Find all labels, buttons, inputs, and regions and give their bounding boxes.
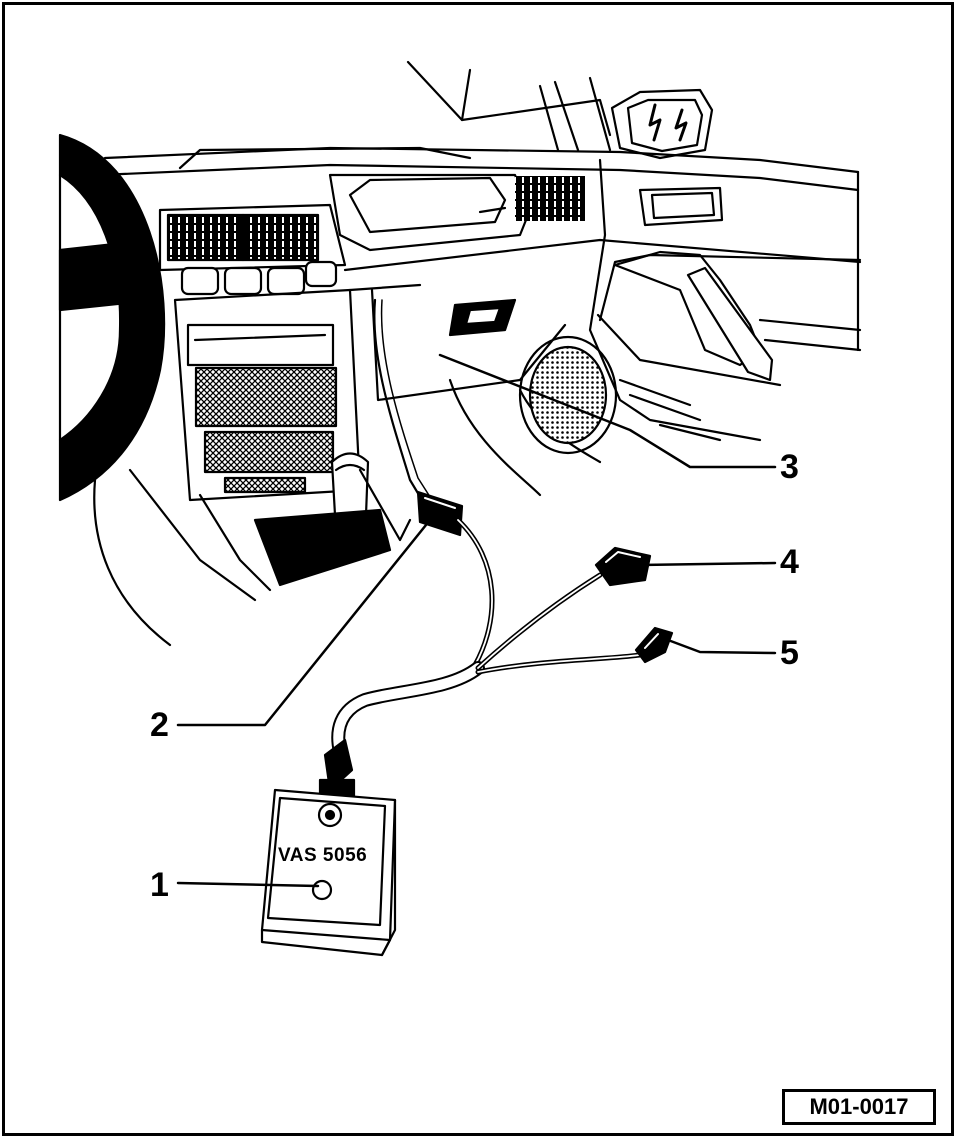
center-console [173, 260, 362, 502]
leader-lines [176, 353, 777, 888]
connector-plug-4 [594, 546, 652, 587]
vas-device-label: VAS 5056 [278, 845, 368, 866]
center-air-vents [158, 203, 347, 272]
callout-1: 1 [150, 866, 169, 904]
leader-line-1 [176, 881, 320, 888]
leader-line-2 [176, 518, 432, 727]
vas-device [260, 738, 397, 957]
gear-shifter [128, 452, 412, 602]
leader-line-4 [638, 561, 777, 567]
callout-5: 5 [780, 634, 799, 672]
diagnostic-socket [373, 298, 464, 537]
windshield-pillar [406, 60, 612, 152]
passenger-dashboard [328, 173, 862, 402]
leader-line-3 [438, 353, 777, 469]
connector-clip-5 [634, 626, 674, 664]
door-panel [588, 158, 862, 442]
figure-id-box: M01-0017 [782, 1089, 936, 1125]
leader-line-5 [666, 638, 777, 655]
door-speaker [518, 335, 618, 455]
callout-3: 3 [780, 448, 799, 486]
side-mirror [610, 88, 714, 160]
callout-4: 4 [780, 543, 799, 581]
callout-2: 2 [150, 706, 169, 744]
steering-wheel [58, 133, 166, 502]
adapter-cable [331, 517, 643, 759]
